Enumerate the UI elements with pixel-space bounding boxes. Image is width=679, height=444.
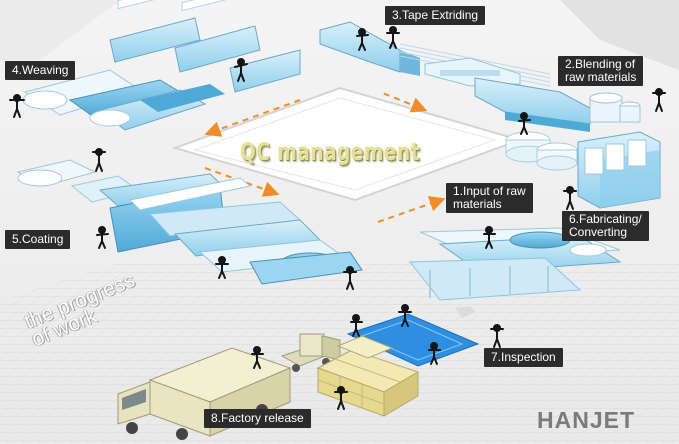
step-1-input-label: 1.Input of raw materials xyxy=(446,183,533,213)
brand-logo: HANJET xyxy=(537,407,636,433)
step-7-inspection-label: 7.Inspection xyxy=(484,348,563,367)
step-5-coating-label: 5.Coating xyxy=(5,230,71,249)
step-3-tape-extruding-label: 3.Tape Extriding xyxy=(385,6,486,25)
qc-management-title: QC management xyxy=(240,138,420,166)
fabricating-machine xyxy=(577,131,661,209)
forklift xyxy=(280,333,341,372)
step-4-weaving-label: 4.Weaving xyxy=(5,61,76,80)
coating-line xyxy=(16,159,363,285)
box-stack xyxy=(316,335,420,417)
inspection-table xyxy=(346,313,480,367)
step-2-blending-label: 2.Blending of raw materials xyxy=(558,56,644,86)
step-8-factory-release-label: 8.Factory release xyxy=(204,409,311,428)
converting-line xyxy=(408,227,622,301)
storage-tanks xyxy=(505,131,578,171)
weaving-looms xyxy=(22,0,301,131)
workers xyxy=(9,26,666,410)
step-6-fabricating-label: 6.Fabricating/ Converting xyxy=(562,211,649,241)
